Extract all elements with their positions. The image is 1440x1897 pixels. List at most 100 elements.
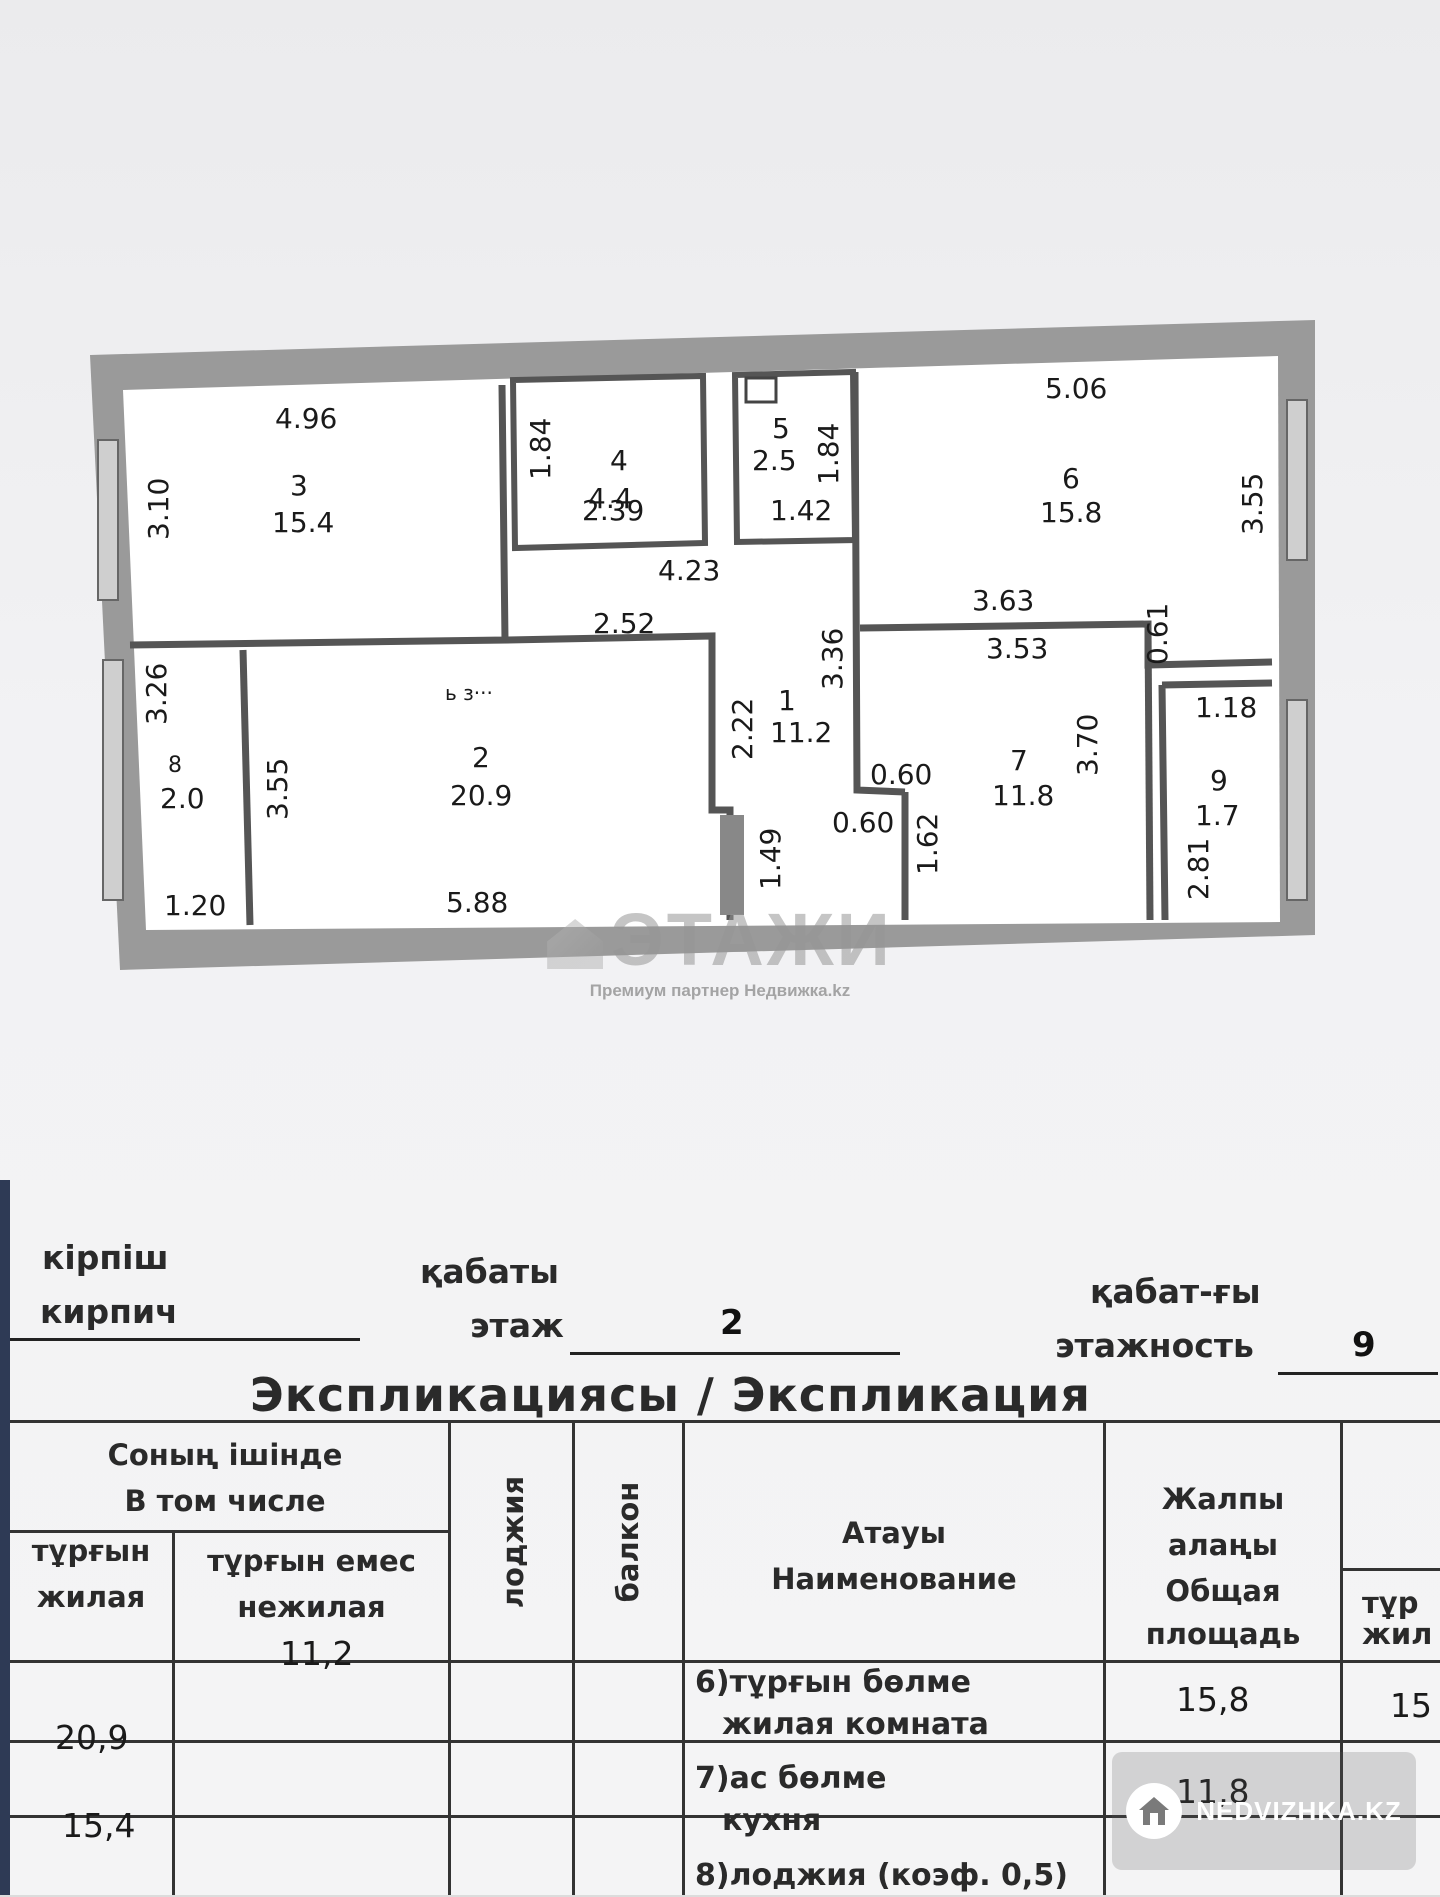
nedvizhka-badge[interactable]: NEDVIZHKA.KZ bbox=[1112, 1752, 1416, 1870]
dimension: 2.22 bbox=[726, 698, 759, 760]
header-including-kz: Соның ішінде bbox=[107, 1438, 343, 1472]
table-col-line bbox=[1103, 1420, 1106, 1895]
dimension: 2.81 bbox=[1182, 838, 1215, 900]
dimension: 1.42 bbox=[770, 494, 832, 527]
header-nonliving-kz: тұрғын емес bbox=[207, 1544, 416, 1578]
floors-label-kz: қабат-ғы bbox=[1090, 1272, 1261, 1311]
fixture bbox=[744, 376, 778, 404]
room-number: 4 bbox=[610, 444, 628, 477]
floor-value: 2 bbox=[720, 1303, 744, 1343]
room-number: 7 bbox=[1010, 744, 1028, 777]
cell-living: 20,9 bbox=[55, 1718, 129, 1757]
cell-name: 6)тұрғын бөлме bbox=[695, 1665, 971, 1700]
dimension: 3.36 bbox=[816, 628, 849, 690]
header-name-kz: Атауы bbox=[842, 1516, 946, 1550]
cell-nonliving: 11,2 bbox=[280, 1634, 354, 1673]
cell-living2: 15 bbox=[1390, 1686, 1432, 1725]
header-living-kz: тұрғын bbox=[31, 1534, 151, 1568]
room-number: 8 bbox=[168, 753, 182, 778]
cell-name: 7)ас бөлме bbox=[695, 1761, 887, 1796]
dimension: 3.55 bbox=[1236, 473, 1269, 535]
room-number: 1 bbox=[778, 684, 796, 717]
room-area: 1.7 bbox=[1195, 799, 1240, 832]
dimension: 3.53 bbox=[986, 632, 1048, 665]
room-number: 6 bbox=[1062, 462, 1080, 495]
dimension: 1.20 bbox=[164, 889, 226, 922]
badge-text: NEDVIZHKA.KZ bbox=[1196, 1795, 1402, 1826]
cell-name: жилая комната bbox=[722, 1707, 989, 1742]
header-total-ru2: площадь bbox=[1145, 1617, 1301, 1651]
floors-value: 9 bbox=[1352, 1325, 1376, 1365]
header-nonliving-ru: нежилая bbox=[237, 1590, 386, 1624]
interior-floor bbox=[123, 356, 1280, 930]
room-area: 11.2 bbox=[770, 716, 832, 749]
table-col-line bbox=[448, 1420, 451, 1895]
dimension: 2.52 bbox=[593, 607, 655, 640]
dimension: 1.49 bbox=[754, 828, 787, 890]
building-icon bbox=[547, 919, 604, 969]
table-col-line bbox=[682, 1420, 685, 1895]
material-label-ru: кирпич bbox=[40, 1292, 178, 1331]
header-balcony: балкон bbox=[611, 1481, 645, 1603]
header-name-ru: Наименование bbox=[771, 1562, 1017, 1596]
dimension: 4.96 bbox=[275, 402, 337, 435]
interior-walls bbox=[129, 368, 1273, 926]
cell-name: кухня bbox=[722, 1803, 822, 1838]
room-area: 4.4 bbox=[588, 482, 633, 515]
header-living-cut-ru: жил bbox=[1362, 1617, 1433, 1651]
room-labels: 3 15.4 4 4.4 5 2.5 6 15.8 2 20.9 1 11.2 … bbox=[160, 412, 1240, 832]
cell-total: 11,8 bbox=[1176, 1772, 1250, 1811]
faded-text: ь з··· bbox=[445, 681, 493, 705]
dimension: 3.26 bbox=[140, 663, 173, 725]
room-area: 2.5 bbox=[752, 444, 797, 477]
dimension: 1.18 bbox=[1195, 691, 1257, 724]
table-border-top bbox=[10, 1420, 1440, 1423]
header-total-ru1: Общая bbox=[1165, 1574, 1281, 1608]
door-mark bbox=[720, 815, 744, 915]
table-title: Экспликациясы / Экспликация bbox=[250, 1368, 1091, 1422]
room-number: 9 bbox=[1210, 764, 1228, 797]
table-row-line bbox=[10, 1740, 1440, 1743]
floor-label-kz: қабаты bbox=[420, 1252, 559, 1291]
table-col-line bbox=[1340, 1420, 1343, 1895]
cell-name: 8)лоджия (коэф. 0,5) bbox=[695, 1858, 1068, 1893]
dimension: 2.39 bbox=[582, 494, 644, 527]
table-line bbox=[10, 1530, 450, 1533]
header-loggia: лоджия bbox=[496, 1475, 530, 1609]
header-living-cut-kz: тұр bbox=[1362, 1586, 1419, 1620]
header-living-ru: жилая bbox=[36, 1580, 146, 1614]
room-area: 20.9 bbox=[450, 779, 512, 812]
room-area: 2.0 bbox=[160, 782, 205, 815]
floor-underline bbox=[570, 1352, 900, 1355]
dimension: 0.60 bbox=[832, 806, 894, 839]
house-icon bbox=[1126, 1783, 1183, 1839]
dimension: 3.55 bbox=[261, 758, 294, 820]
floor-label-ru: этаж bbox=[470, 1306, 564, 1345]
watermark: ЭТАЖИ Премиум партнер Недвижка.kz bbox=[520, 900, 920, 1000]
material-label-kz: кірпіш bbox=[42, 1238, 169, 1277]
dimension: 3.10 bbox=[142, 478, 175, 540]
dimension: 5.06 bbox=[1045, 372, 1107, 405]
dimension: 5.88 bbox=[446, 886, 508, 919]
table-col-line bbox=[172, 1530, 175, 1895]
dimension: 4.23 bbox=[658, 554, 720, 587]
table-line bbox=[1340, 1568, 1440, 1571]
cell-total: 15,8 bbox=[1176, 1680, 1250, 1719]
room-area: 15.4 bbox=[272, 506, 334, 539]
table-header-bottom bbox=[10, 1660, 1440, 1663]
background-edge bbox=[0, 1180, 10, 1895]
dimension: 3.63 bbox=[972, 584, 1034, 617]
watermark-logo: ЭТАЖИ bbox=[520, 900, 920, 980]
cell-living: 15,4 bbox=[62, 1806, 136, 1845]
room-number: 2 bbox=[472, 741, 490, 774]
dimension: 3.70 bbox=[1071, 714, 1104, 776]
header-including-ru: В том числе bbox=[124, 1484, 326, 1518]
dimension: 1.84 bbox=[812, 423, 845, 485]
dimension: 0.60 bbox=[870, 758, 932, 791]
table-row-line bbox=[10, 1815, 1440, 1818]
table-col-line bbox=[572, 1420, 575, 1895]
room-number: 3 bbox=[290, 469, 308, 502]
watermark-subtitle: Премиум партнер Недвижка.kz bbox=[589, 981, 851, 1000]
dimension: 0.61 bbox=[1141, 603, 1174, 665]
material-underline bbox=[10, 1338, 360, 1341]
